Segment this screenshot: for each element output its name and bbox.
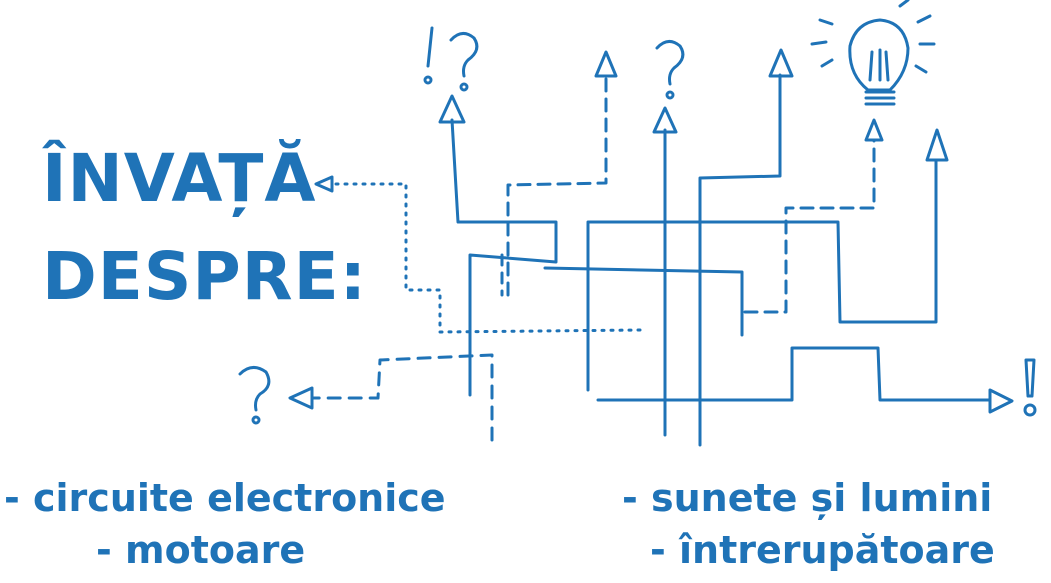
heading-line-2: DESPRE:	[42, 238, 368, 315]
topic-circuits: - circuite electronice	[4, 476, 446, 520]
topic-sounds-lights: - sunete și lumini	[622, 476, 993, 520]
heading-line-1: ÎNVAȚĂ	[42, 140, 317, 217]
topic-motors: - motoare	[96, 528, 306, 572]
topic-switches: - întrerupătoare	[650, 528, 995, 572]
